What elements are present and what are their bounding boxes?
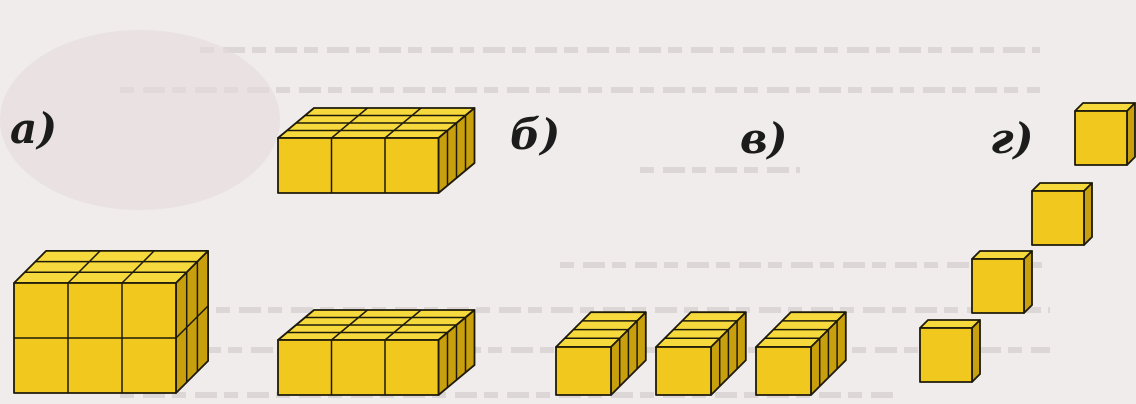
box-front-face — [755, 346, 812, 396]
label-g: г) — [990, 114, 1034, 163]
box-front-face — [655, 346, 712, 396]
label-a: а) — [10, 104, 58, 153]
box-top-face — [971, 250, 1033, 260]
box-side-face — [1083, 182, 1093, 246]
figure-g-four-cubes — [919, 102, 1136, 383]
box-top-face — [1074, 102, 1136, 112]
faint-photo-shape — [0, 30, 280, 210]
label-b: б) — [510, 110, 561, 159]
figure-b-two-slabs — [277, 107, 476, 396]
box-side-face — [1023, 250, 1033, 314]
box-front-face — [555, 346, 612, 396]
top-grid-line — [121, 250, 155, 284]
box-top-face — [919, 319, 981, 329]
label-v: в) — [740, 114, 788, 163]
box-side-face — [1126, 102, 1136, 166]
box-front-face — [277, 137, 440, 194]
side-grid-line — [175, 305, 209, 339]
box-top-face — [1031, 182, 1093, 192]
faint-background-print — [0, 30, 1050, 398]
box-front-face — [971, 258, 1025, 314]
box-front-face — [919, 327, 973, 383]
figure-v-three-bars — [555, 311, 847, 396]
box-front-face — [1074, 110, 1128, 166]
figure-a-cube-block — [13, 249, 210, 394]
top-grid-line — [67, 250, 101, 284]
box-front-face — [277, 339, 440, 396]
box-front-face — [1031, 190, 1085, 246]
box-top-face — [13, 249, 210, 284]
box-side-face — [971, 319, 981, 383]
